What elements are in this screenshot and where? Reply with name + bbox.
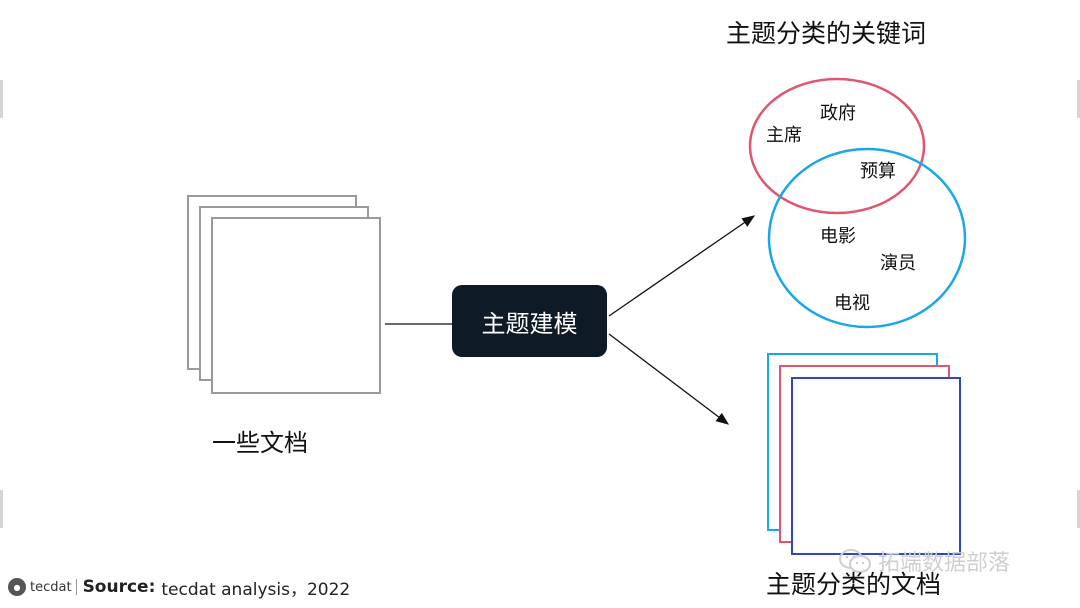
keyword-movie: 电影 [820,226,856,247]
footer: ● tecdat Source: tecdat analysis，2022 [8,576,351,600]
output-documents-label: 主题分类的文档 [766,570,942,599]
logo-badge-icon: ● [8,578,26,596]
document-sheet-dark-blue [791,377,961,555]
watermark: 拓端数据部落 [838,545,1010,577]
arrow-to-keywords [608,215,756,317]
tecdat-logo: ● tecdat [8,578,77,596]
input-documents-label: 一些文档 [212,429,308,457]
logo-divider [75,579,77,595]
keyword-tv: 电视 [834,293,870,314]
arrow-to-documents [608,333,730,425]
topic-modeling-label: 主题建模 [481,309,578,338]
topic-modeling-box: 主题建模 [452,285,607,357]
topic-circle-blue [767,147,967,329]
source-label: Source: [82,577,156,597]
logo-text: tecdat [30,579,72,595]
topic-circle-red [748,77,926,215]
keyword-government: 政府 [820,103,856,124]
keyword-actor: 演员 [880,253,916,274]
keyword-chairman: 主席 [766,125,802,146]
topic-keywords-title: 主题分类的关键词 [726,19,927,48]
source-text: tecdat analysis，2022 [161,579,351,600]
keyword-budget: 预算 [860,161,896,182]
wechat-icon [839,549,871,573]
watermark-text: 拓端数据部落 [878,551,1011,576]
document-sheet [211,217,381,394]
